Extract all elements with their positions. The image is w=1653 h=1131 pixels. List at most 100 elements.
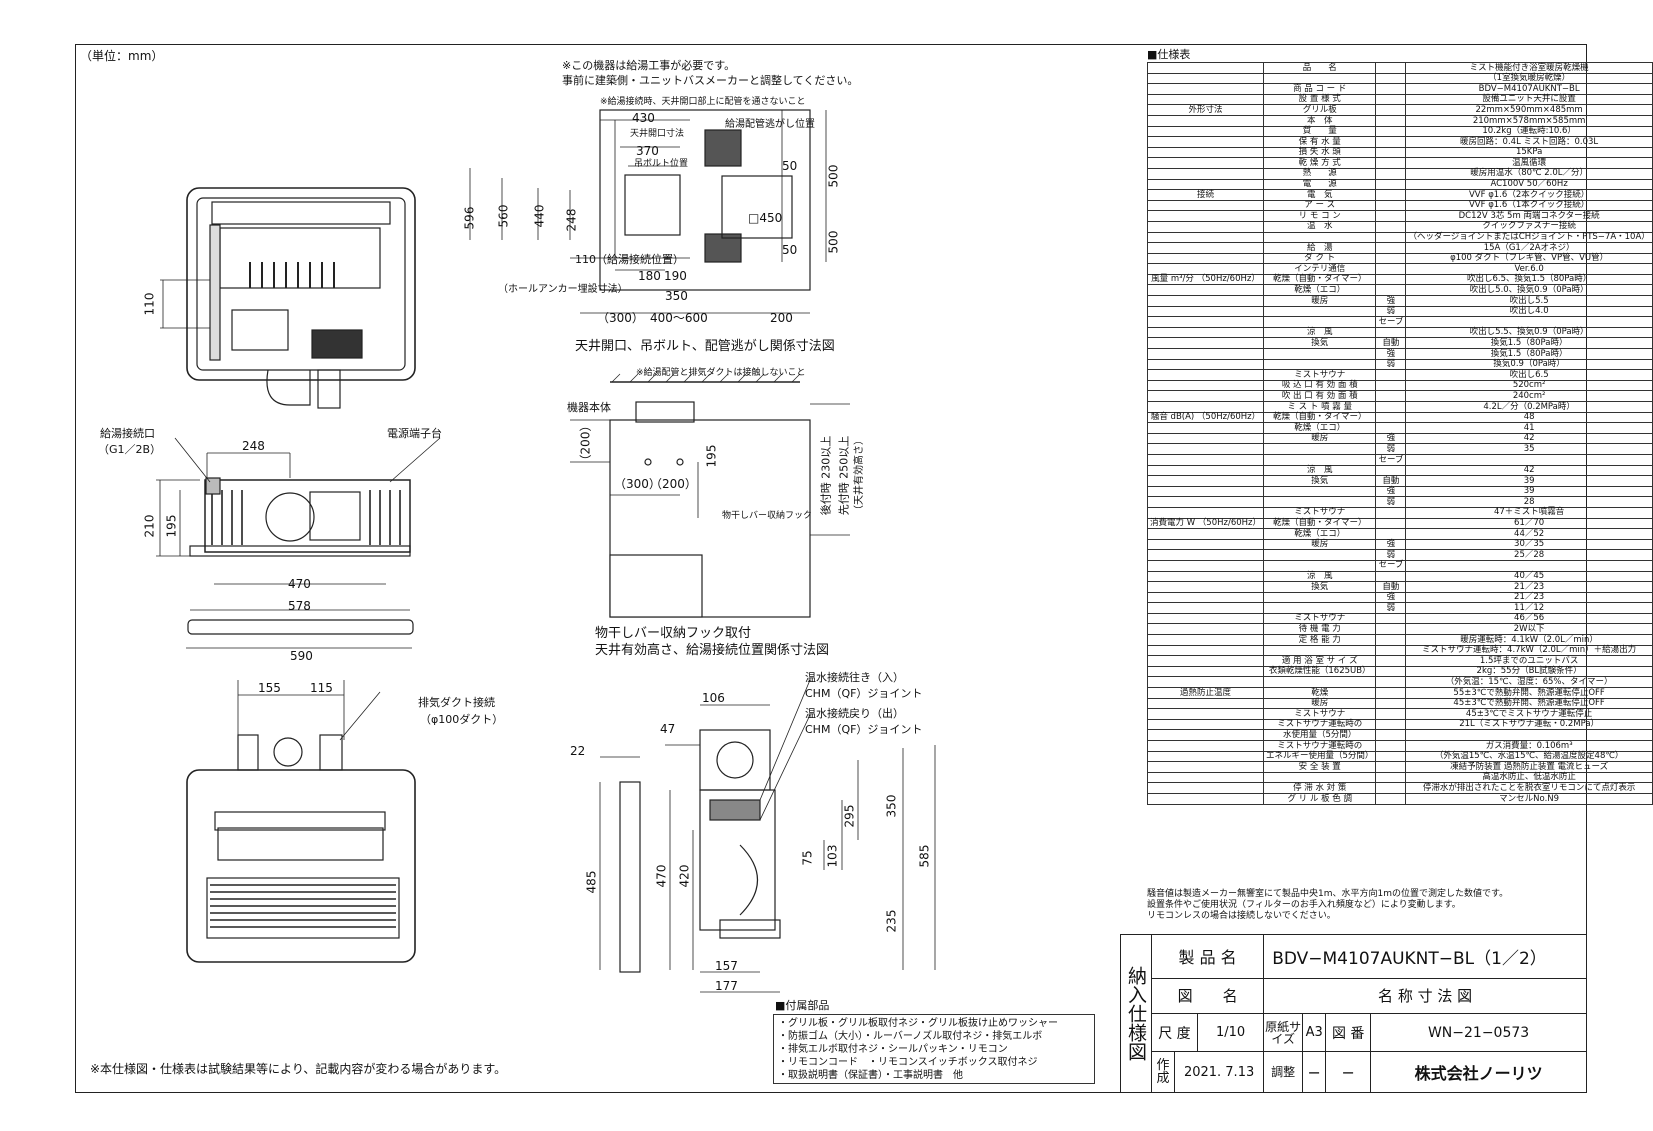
product-name: BDV−M4107AUKNT−BL（1／2） xyxy=(1263,934,1587,979)
spec-row: （ヘッダージョイントまたはCHジョイント・PTS−7A・10A） xyxy=(1146,231,1653,244)
spec-cell-b xyxy=(1375,517,1407,530)
spec-cell-v: マンセルNo.N9 xyxy=(1405,792,1653,805)
spec-cell-g xyxy=(1146,432,1265,445)
spec-cell-a xyxy=(1263,72,1377,85)
spec-cell-g xyxy=(1146,443,1265,455)
spec-row: 停 滞 水 対 策停滞水が排出されたことを脱衣室リモコンにて点灯表示 xyxy=(1146,782,1653,794)
spec-cell-g xyxy=(1146,210,1265,222)
spec-cell-b xyxy=(1375,411,1407,424)
dim-155: 155 xyxy=(258,681,281,695)
spec-cell-b: セーブ xyxy=(1375,316,1407,328)
spec-row: 定 格 能 力暖房運転時：4.1kW（2.0L／min） xyxy=(1146,634,1653,646)
number-label: 図 番 xyxy=(1325,1012,1372,1053)
spec-cell-a: 暖房 xyxy=(1263,697,1377,710)
spec-cell-a: 涼 風 xyxy=(1263,326,1377,339)
spec-cell-b xyxy=(1375,612,1407,625)
spec-cell-a: グリル板 xyxy=(1263,104,1377,116)
accessory-item: ・リモコンコード ・リモコンスイッチボックス取付ネジ xyxy=(778,1057,1038,1068)
spec-cell-a: 乾燥 xyxy=(1263,687,1377,699)
spec-cell-a: 吸 込 口 有 効 面 積 xyxy=(1263,379,1377,392)
spec-row: 騒音 dB(A) （50Hz/60Hz）乾燥（自動・タイマー）48 xyxy=(1146,411,1653,424)
scale-label: 尺 度 xyxy=(1151,1012,1198,1053)
spec-cell-g xyxy=(1146,62,1265,74)
spec-cell-g xyxy=(1146,750,1265,763)
spec-cell-a: 保 有 水 量 xyxy=(1263,136,1377,148)
spec-cell-g: 消費電力 W （50Hz/60Hz） xyxy=(1146,517,1265,530)
spec-cell-b: 強 xyxy=(1375,485,1407,498)
spec-row: 衣類乾燥性能（1625UB）2kg：55分（BL試験条件） xyxy=(1146,665,1653,678)
spec-cell-g xyxy=(1146,792,1265,805)
spec-cell-g xyxy=(1146,591,1265,604)
spec-cell-v: 28 xyxy=(1405,496,1653,508)
label-chm-joint-2: CHM（QF）ジョイント xyxy=(805,723,923,736)
accessory-item: ・グリル板・グリル板取付ネジ・グリル板抜け止めワッシャー xyxy=(778,1018,1058,1029)
spec-cell-g xyxy=(1146,602,1265,614)
spec-cell-v: 設備ユニット天井に設置 xyxy=(1405,93,1653,106)
spec-cell-a: 停 滞 水 対 策 xyxy=(1263,782,1377,794)
spec-row: 高温水防止、低温水防止 xyxy=(1146,771,1653,784)
spec-cell-v: 換気1.5（80Pa時） xyxy=(1405,348,1653,360)
spec-cell-v: DC12V 3芯 5m 両端コネクター接続 xyxy=(1405,210,1653,222)
spec-cell-g xyxy=(1146,316,1265,328)
front-view-drawing xyxy=(186,680,416,963)
spec-cell-v xyxy=(1405,729,1653,741)
spec-row: 弱吹出し4.0 xyxy=(1146,305,1653,318)
spec-cell-v: 520cm² xyxy=(1405,379,1653,392)
spec-cell-g xyxy=(1146,453,1265,466)
spec-cell-b xyxy=(1375,242,1407,254)
dim-590: 590 xyxy=(290,649,313,663)
spec-cell-a: 品 名 xyxy=(1263,62,1377,74)
spec-cell-a: 換気 xyxy=(1263,337,1377,350)
spec-cell-a: 適 用 浴 室 サ イ ズ xyxy=(1263,655,1377,667)
spec-cell-b: 弱 xyxy=(1375,305,1407,318)
dim-195: 195 xyxy=(164,514,179,538)
spec-cell-b xyxy=(1375,729,1407,741)
spec-cell-v: 42 xyxy=(1405,432,1653,445)
spec-row: 品 名ミスト機能付き浴室暖房乾燥機 xyxy=(1146,62,1653,74)
spec-row: エネルギー使用量（5分間）（外気温15℃、水温15℃、給湯温度設定48℃） xyxy=(1146,750,1653,763)
spec-title: ■仕様表 xyxy=(1147,48,1191,61)
spec-cell-v: 55±3℃で熱動弁開、熱源運転停止OFF xyxy=(1405,687,1653,699)
dim-180: 180 xyxy=(638,269,661,283)
dim-22: 22 xyxy=(570,744,586,758)
spec-cell-g xyxy=(1146,581,1265,593)
spec-cell-g xyxy=(1146,263,1265,275)
spec-cell-g xyxy=(1146,326,1265,339)
dim-210: 210 xyxy=(142,514,157,538)
spec-cell-v: 46／56 xyxy=(1405,612,1653,625)
spec-cell-a xyxy=(1263,453,1377,466)
spec-cell-v: 高温水防止、低温水防止 xyxy=(1405,771,1653,784)
label-water-conn-size: （G1／2B） xyxy=(98,443,162,456)
title-block: 納入仕様図 製 品 名 BDV−M4107AUKNT−BL（1／2） 図 名 名… xyxy=(1120,934,1587,1093)
spec-cell-b xyxy=(1375,284,1407,297)
label-bolt-position: 吊ボルト位置 xyxy=(634,159,689,169)
spec-row: 温 水クイックファスナー接続 xyxy=(1146,220,1653,233)
spec-cell-b xyxy=(1375,189,1407,201)
spec-cell-a: 衣類乾燥性能（1625UB） xyxy=(1263,665,1377,678)
spec-cell-b xyxy=(1375,199,1407,212)
spec-cell-v: ガス消費量：0.106m³ xyxy=(1405,740,1653,752)
spec-cell-b xyxy=(1375,390,1407,402)
figure-caption-2a: 物干しバー収納フック取付 xyxy=(595,626,752,641)
spec-cell-v: 1.5坪までのユニットバス xyxy=(1405,655,1653,667)
spec-cell-b xyxy=(1375,167,1407,180)
spec-cell-g xyxy=(1146,358,1265,371)
dim-295: 295 xyxy=(842,804,857,828)
spec-cell-b: 強 xyxy=(1375,348,1407,360)
spec-cell-g xyxy=(1146,422,1265,434)
spec-row: ミストサウナ運転時のガス消費量：0.106m³ xyxy=(1146,740,1653,752)
dim-370: 370 xyxy=(636,144,659,158)
check-label: 調整 xyxy=(1263,1051,1304,1093)
label-exhaust-conn: 排気ダクト接続 xyxy=(418,696,495,709)
spec-cell-v: 4.2L／分（0.2MPa時） xyxy=(1405,401,1653,413)
made-date: 2021. 7.13 xyxy=(1173,1051,1265,1093)
spec-cell-b: 自動 xyxy=(1375,581,1407,593)
spec-cell-b xyxy=(1375,740,1407,752)
spec-cell-b: 強 xyxy=(1375,432,1407,445)
